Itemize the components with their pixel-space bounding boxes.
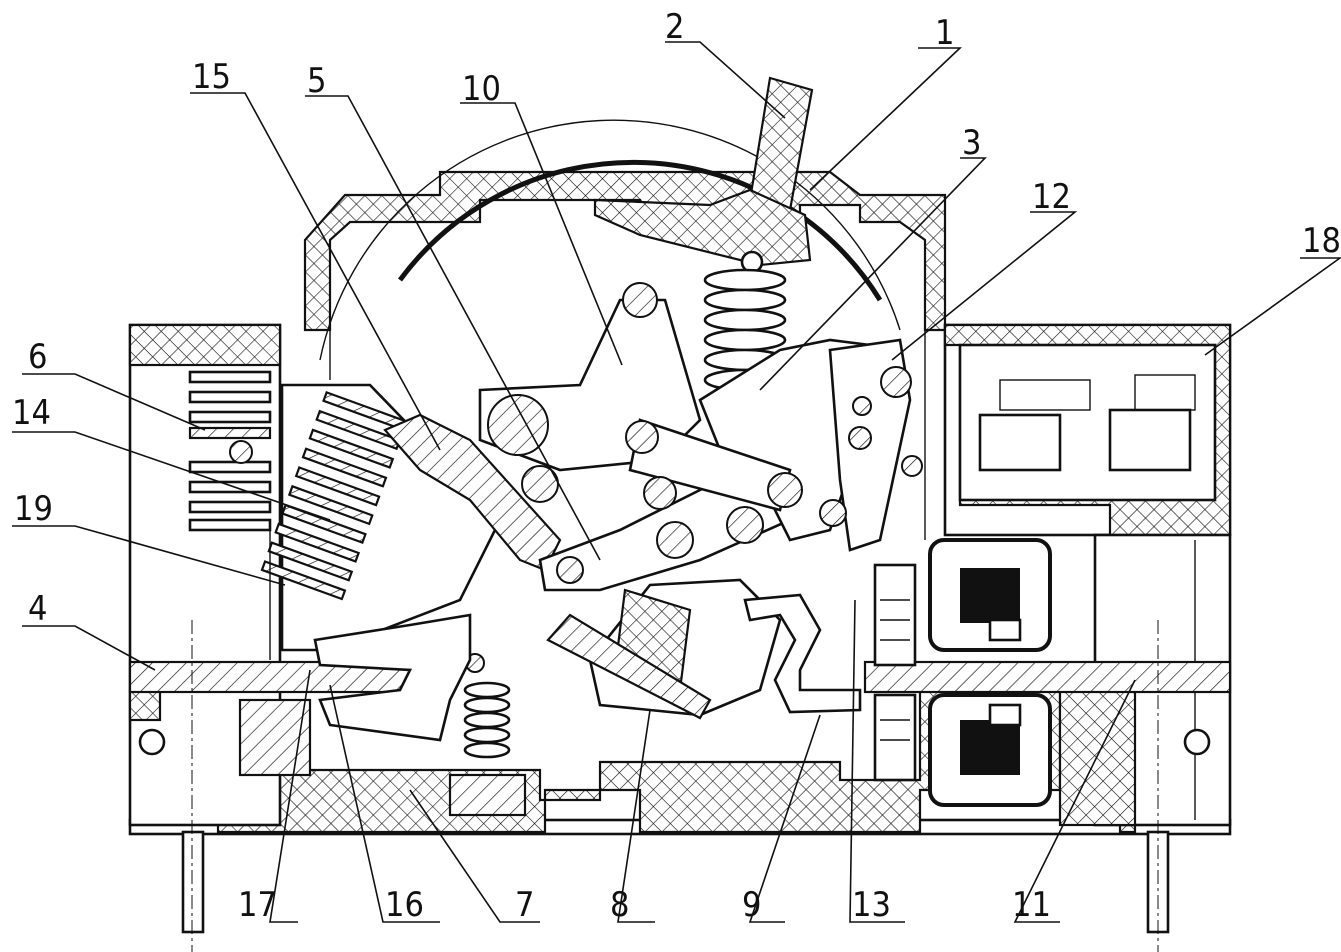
callout-11: 11: [1012, 885, 1051, 925]
callout-1: 1: [935, 13, 954, 53]
callout-12: 12: [1032, 177, 1071, 217]
callout-18: 18: [1302, 221, 1341, 261]
return-spring: [448, 681, 527, 817]
arc-chute: [260, 383, 502, 660]
coil-assembly: [873, 538, 1052, 807]
handle-lever: [593, 76, 814, 274]
callout-labels: 1 2 3 4 5 6 7 8 9 10 11 12 13 14 15 16 1…: [12, 7, 1341, 925]
callout-3: 3: [962, 123, 981, 163]
leader-lines: [12, 41, 1341, 923]
conductor-loop: [743, 593, 862, 714]
callout-9: 9: [742, 885, 761, 925]
callout-6: 6: [28, 337, 47, 377]
callout-5: 5: [307, 61, 326, 101]
callout-2: 2: [665, 7, 684, 47]
callout-19: 19: [14, 489, 53, 529]
callout-8: 8: [610, 885, 629, 925]
callout-17: 17: [238, 885, 277, 925]
callout-14: 14: [12, 393, 51, 433]
callout-15: 15: [192, 57, 231, 97]
callout-16: 16: [385, 885, 424, 925]
callout-13: 13: [852, 885, 891, 925]
callout-4: 4: [28, 589, 47, 629]
trip-lever: [238, 613, 472, 777]
callout-10: 10: [462, 69, 501, 109]
callout-7: 7: [515, 885, 534, 925]
left-arc-plates: [188, 370, 272, 532]
terminal-studs: [138, 620, 1211, 952]
pivot-pins: [229, 282, 923, 747]
release-magnet: [546, 578, 782, 720]
